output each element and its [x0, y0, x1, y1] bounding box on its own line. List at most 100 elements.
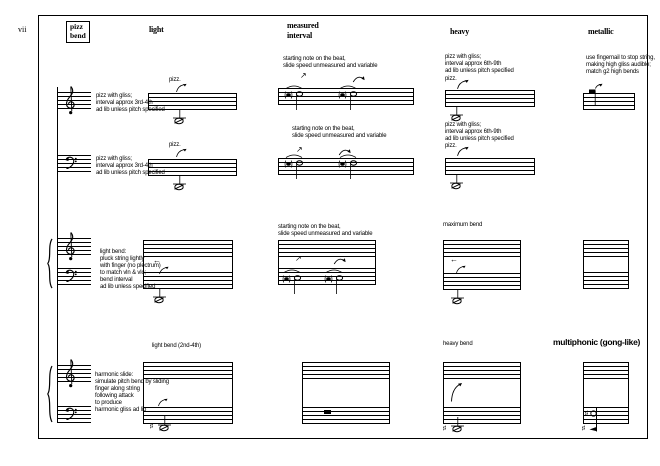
- staff: [583, 93, 635, 110]
- bass-clef-icon: [65, 156, 77, 169]
- grand-staff-brace: [47, 365, 53, 423]
- treble-clef-icon: [65, 358, 75, 388]
- row3-heavy-caption: heavy bend: [443, 341, 473, 347]
- pizz-label: pizz.: [445, 143, 457, 149]
- column-header-metallic: metallic: [588, 27, 614, 36]
- sharp-accidental: ♯: [582, 425, 586, 432]
- grand-staff-brace: [47, 238, 53, 289]
- ne-arrow-icon: ↗: [296, 145, 303, 154]
- staff: [303, 362, 389, 379]
- bend-arrow-icon: [457, 79, 470, 90]
- paren-note-group-icon: [338, 154, 358, 180]
- staff: [278, 158, 414, 175]
- bend-arrow-icon: [176, 148, 188, 158]
- staff: [444, 240, 520, 257]
- staff: [584, 272, 628, 289]
- slashed-note-icon: [450, 289, 465, 305]
- staff-system: [443, 240, 521, 290]
- staff: [445, 90, 535, 107]
- clef-staff-fragment: [57, 155, 91, 172]
- left-arrow-icon: ←: [153, 256, 161, 265]
- treble-clef-icon: [65, 85, 75, 115]
- staff: [144, 407, 232, 424]
- row1-metallic-annotation: use fingernail to stop string, making hi…: [586, 55, 655, 75]
- staff: [584, 362, 628, 379]
- row1-heavy-annotation-top: pizz with gliss; interval approx 6th-9th…: [445, 54, 514, 74]
- staff: [445, 158, 535, 175]
- curve-down-arrow-icon: [333, 257, 347, 265]
- rectangle-note-icon: [324, 410, 331, 414]
- staff: [144, 272, 232, 289]
- slashed-note-icon: [172, 109, 187, 125]
- sharp-accidental: ♯: [443, 425, 447, 432]
- staff: [279, 268, 375, 285]
- row2-annotation: light bend: pluck string lightly with fi…: [100, 249, 161, 290]
- row1-measured-caption-bottom: starting note on the beat, slide speed u…: [292, 126, 387, 139]
- stopped-string-note-icon: [588, 83, 603, 106]
- paren-note-group-icon: [284, 85, 304, 111]
- staff: [144, 240, 232, 257]
- slashed-note-icon: [157, 416, 172, 432]
- column-header-light: light: [149, 25, 164, 34]
- staff: [584, 240, 628, 257]
- slashed-note-icon: [172, 175, 187, 191]
- page-number: vii: [18, 25, 27, 34]
- ne-arrow-icon: ↗: [300, 71, 307, 80]
- bend-arrow-icon: [159, 266, 169, 275]
- ne-arrow-icon: ↗: [295, 254, 302, 263]
- sharp-accidental: ♯: [150, 423, 154, 430]
- row1-heavy-annotation-bottom: pizz with gliss; interval approx 6th-9th…: [445, 122, 514, 142]
- staff: [148, 93, 237, 110]
- slashed-note-icon: [449, 174, 464, 190]
- bass-clef-icon: [65, 269, 77, 282]
- treble-clef-icon: [65, 231, 75, 261]
- pizz-label: pizz.: [445, 76, 457, 82]
- staff-system: [443, 362, 521, 424]
- paren-note-group-icon: [324, 269, 344, 295]
- note-stem: [596, 408, 597, 428]
- paren-note-group-icon: [338, 85, 358, 111]
- bass-clef-icon: [65, 407, 77, 420]
- system-line: [57, 87, 58, 423]
- left-arrow-icon: ←: [450, 255, 458, 264]
- row1-treble-annotation: pizz with gliss; interval approx 3rd-4th…: [96, 93, 165, 113]
- paren-note-group-icon: [282, 269, 302, 295]
- staff-system: [143, 240, 233, 289]
- staff: [144, 362, 232, 379]
- staff: [303, 407, 389, 424]
- clef-staff-fragment: [57, 238, 91, 255]
- staff: [444, 273, 520, 290]
- sharp-accidental: ♯: [585, 410, 589, 417]
- staff-system: [302, 362, 390, 424]
- wedge-note-icon: [589, 426, 598, 432]
- bend-arrow-icon: [158, 398, 168, 407]
- bend-arrow-icon: [457, 146, 470, 157]
- sheet-border: [38, 15, 648, 439]
- row2-heavy-caption: maximum bend: [443, 222, 483, 228]
- bend-arrow-icon: [456, 265, 466, 274]
- staff-system: [583, 240, 629, 289]
- column-header-heavy: heavy: [450, 27, 470, 36]
- technique-box-text2: bend: [70, 30, 86, 40]
- bend-arrow-icon: [176, 83, 188, 93]
- staff-system: [143, 362, 233, 424]
- pizz-label: pizz.: [169, 142, 181, 148]
- row1-measured-caption-top: starting note on the beat, slide speed u…: [283, 56, 378, 69]
- clef-staff-fragment: [57, 268, 91, 285]
- row2-measured-caption: starting note on the beat, slide speed u…: [278, 224, 373, 237]
- tall-bend-arrow-icon: [451, 382, 463, 402]
- slashed-note-icon: [450, 417, 465, 433]
- column-header-measured-interval: measured interval: [287, 21, 319, 40]
- clef-staff-fragment: [57, 365, 91, 382]
- row3-light-caption: light bend (2nd-4th): [152, 343, 202, 349]
- row3-annotation: harmonic slide: simulate pitch bend by s…: [95, 372, 169, 413]
- staff: [148, 159, 237, 176]
- row3-metallic-caption: multiphonic (gong-like): [553, 337, 641, 347]
- slashed-note-icon: [152, 288, 167, 304]
- technique-box-text: pizz: [70, 22, 83, 31]
- staff: [444, 407, 520, 424]
- pizz-label: pizz.: [169, 77, 181, 83]
- clef-staff-fragment: [57, 406, 91, 423]
